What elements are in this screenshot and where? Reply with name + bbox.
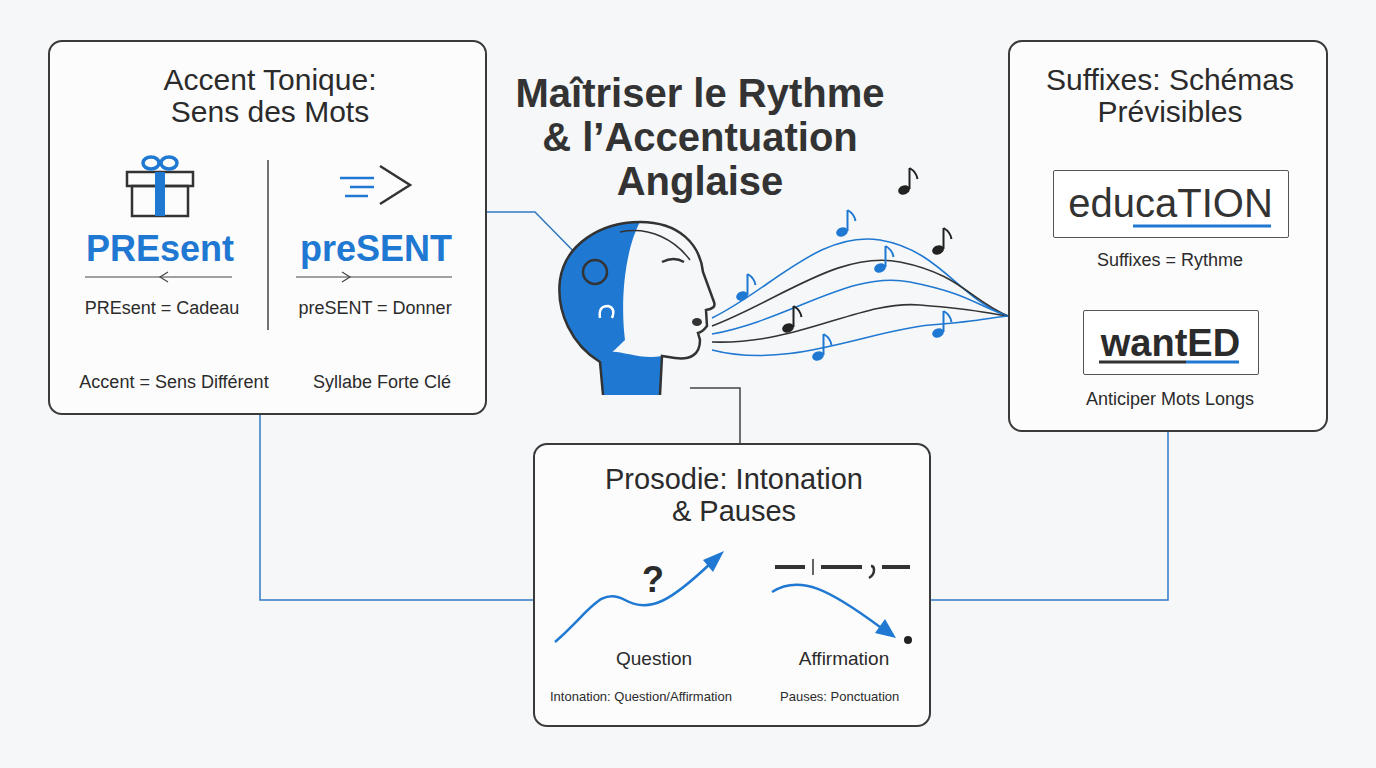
suffix-underline: [1133, 225, 1271, 228]
motion-arrow-icon: [340, 166, 410, 204]
word-meaning: preSENT = Donner: [265, 297, 485, 319]
stress-underline-arrow: [342, 272, 350, 282]
rising-intonation-arrow: [555, 562, 712, 642]
gift-icon: [155, 172, 165, 216]
gift-icon: [127, 157, 193, 216]
note-text: Intonation: Question/Affirmation: [550, 689, 780, 705]
head-illustration: [620, 231, 690, 260]
falling-intonation-arrow: [904, 636, 912, 644]
gift-icon: [161, 157, 177, 169]
gift-icon: [127, 172, 193, 186]
falling-intonation-arrow: [875, 619, 896, 638]
pause-symbol: [775, 559, 910, 578]
word-box: wantED: [1083, 310, 1259, 375]
question-mark: ?: [633, 560, 673, 600]
head-illustration: [559, 222, 714, 395]
music-notes: [781, 306, 802, 334]
gift-icon: [132, 186, 188, 216]
suffix-underline: [1186, 361, 1239, 364]
note-text: Pauses: Ponctuation: [780, 689, 930, 705]
intonation-label: Question: [584, 648, 724, 670]
motion-arrow-icon: [350, 186, 374, 189]
rising-intonation-arrow: [555, 551, 724, 642]
leader-line: [690, 388, 740, 443]
head-illustration: [583, 260, 607, 284]
word-underline: [1099, 361, 1186, 364]
music-notes: [835, 210, 856, 238]
pause-symbol: [821, 565, 862, 569]
stress-underline-arrow: [296, 276, 452, 277]
info-box: Prosodie: Intonation & Pauses? Question Af…: [533, 443, 931, 727]
music-notes: [897, 168, 918, 196]
rising-intonation-arrow: [703, 551, 724, 572]
intonation-label: Affirmation: [764, 648, 924, 670]
box-heading: Accent Tonique: Sens des Mots: [140, 64, 400, 128]
music-notes: [931, 311, 952, 339]
pause-symbol: [812, 559, 814, 575]
music-notes: [811, 334, 832, 362]
head-illustration: [662, 259, 684, 262]
music-notes: [931, 228, 952, 256]
falling-intonation-arrow: [772, 585, 880, 627]
head-illustration: [559, 222, 714, 395]
suffix-word: educaTION: [1054, 179, 1287, 227]
music-notes: [873, 246, 894, 274]
falling-intonation-arrow: [772, 585, 912, 644]
head-illustration: [559, 222, 640, 362]
sound-waves: [712, 280, 1008, 334]
diagram-title: Maîtriser le Rythme & l’Accentuation Ang…: [505, 71, 895, 203]
head-illustration: [600, 306, 614, 318]
gift-icon: [143, 157, 159, 169]
head-illustration: [692, 318, 702, 326]
head-illustration: [600, 352, 662, 395]
sound-waves: [712, 305, 1008, 343]
motion-arrow-icon: [380, 166, 410, 204]
word-box: educaTION: [1053, 170, 1289, 238]
sound-waves: [712, 239, 1008, 356]
suffix-word: wantED: [1084, 319, 1257, 367]
stress-underline-arrow: [160, 272, 168, 282]
motion-arrow-icon: [340, 177, 374, 180]
stressed-word: preSENT: [276, 227, 476, 271]
note-text: Suffixes = Rythme: [1030, 249, 1310, 271]
stress-underline-arrow: [85, 272, 232, 282]
sound-waves: [712, 260, 1008, 326]
box-heading: Prosodie: Intonation & Pauses: [599, 463, 869, 527]
connector-line: [260, 415, 533, 600]
sound-waves: [712, 239, 1008, 318]
pause-symbol: [882, 565, 910, 569]
box-heading: Suffixes: Schémas Prévisibles: [1035, 64, 1305, 128]
info-box: Accent Tonique: Sens des MotsPREsentPREs…: [48, 40, 487, 415]
stress-underline-arrow: [296, 272, 452, 282]
stressed-word: PREsent: [60, 227, 260, 271]
pause-symbol: [869, 566, 874, 578]
stress-underline-arrow: [85, 276, 232, 277]
pause-symbol: [775, 565, 805, 569]
motion-arrow-icon: [345, 195, 368, 198]
connector-line: [931, 432, 1168, 600]
leader-line: [487, 212, 588, 266]
note-text: Syllabe Forte Clé: [282, 371, 482, 393]
note-text: Accent = Sens Différent: [59, 371, 289, 393]
note-text: Anticiper Mots Longs: [1030, 388, 1310, 410]
sound-waves: [712, 316, 1008, 356]
word-meaning: PREsent = Cadeau: [52, 297, 272, 319]
divider-line: [267, 160, 269, 330]
music-notes: [735, 274, 756, 302]
info-box: Suffixes: Schémas PrévisiblesSuffixes = …: [1008, 40, 1328, 432]
